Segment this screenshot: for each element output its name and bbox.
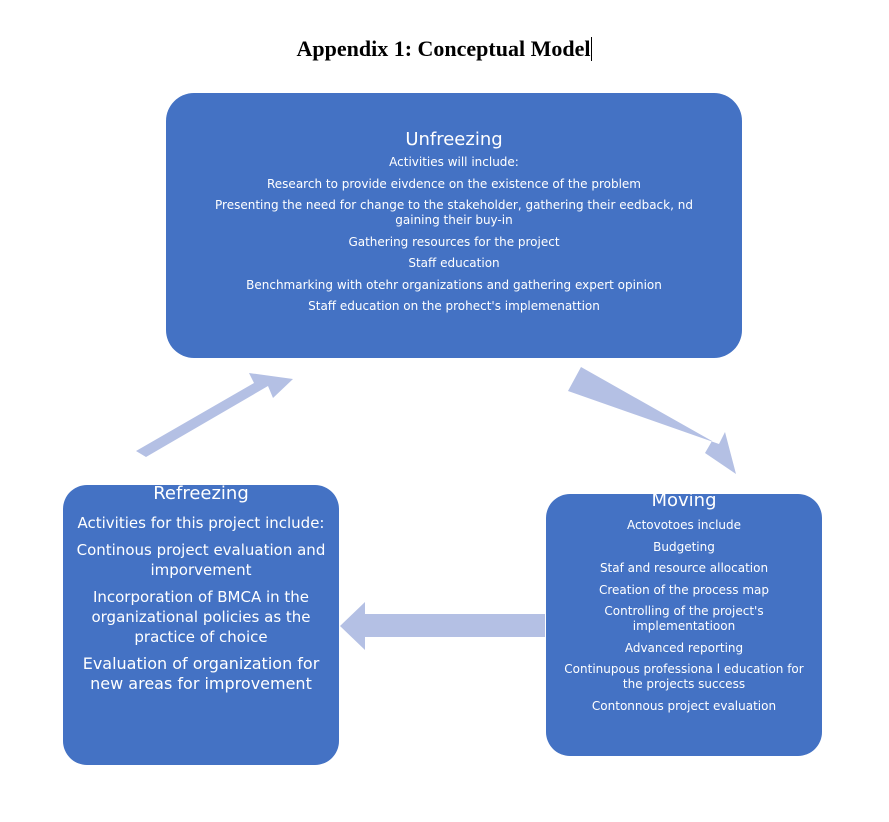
arrow-unfreeze-to-moving bbox=[568, 367, 736, 474]
refreezing-line: Incorporation of BMCA in the organizatio… bbox=[91, 588, 311, 646]
unfreezing-box: Unfreezing Activities will include: Rese… bbox=[166, 93, 742, 358]
moving-line: Staf and resource allocation bbox=[599, 561, 769, 575]
arrow-refreeze-to-unfreeze bbox=[136, 373, 293, 457]
moving-line: Creation of the process map bbox=[598, 582, 770, 597]
arrow-moving-to-refreeze bbox=[340, 602, 545, 650]
refreezing-title: Refreezing bbox=[153, 483, 249, 504]
moving-box: Moving Actovotoes include Budgeting Staf… bbox=[546, 490, 822, 756]
refreezing-line: Activities for this project include: bbox=[77, 514, 325, 532]
unfreezing-line: Staff education bbox=[408, 256, 500, 270]
unfreezing-title: Unfreezing bbox=[405, 129, 503, 150]
unfreezing-line: Staff education on the prohect's impleme… bbox=[308, 299, 600, 313]
unfreezing-line: Benchmarking with otehr organizations an… bbox=[246, 277, 662, 292]
refreezing-line: Evaluation of organization for new areas… bbox=[82, 654, 320, 693]
moving-line: Contonnous project evaluation bbox=[591, 698, 777, 713]
moving-line: Budgeting bbox=[653, 539, 715, 554]
moving-line: Actovotoes include bbox=[626, 518, 742, 532]
refreezing-line: Continous project evaluation and imporve… bbox=[76, 541, 326, 579]
moving-line: Continupous professiona l education for … bbox=[564, 662, 804, 691]
text-cursor bbox=[591, 37, 593, 61]
unfreezing-line: Research to provide eivdence on the exis… bbox=[267, 176, 641, 191]
refreezing-box: Refreezing Activities for this project i… bbox=[63, 483, 339, 765]
moving-line: Advanced reporting bbox=[624, 640, 744, 655]
unfreezing-line: Gathering resources for the project bbox=[348, 234, 560, 249]
unfreezing-line: Presenting the need for change to the st… bbox=[215, 198, 693, 227]
page-title: Appendix 1: Conceptual Model bbox=[296, 36, 593, 61]
moving-line: Controlling of the project's implementat… bbox=[604, 604, 764, 633]
moving-title: Moving bbox=[651, 490, 717, 511]
unfreezing-line: Activities will include: bbox=[389, 155, 519, 169]
